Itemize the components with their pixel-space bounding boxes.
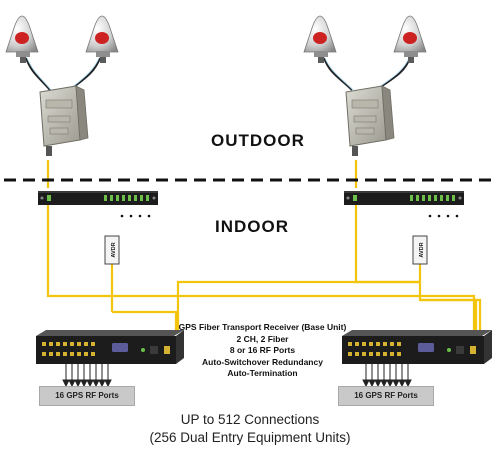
fiber-cabling bbox=[46, 160, 482, 336]
receiver-spec-block: GPS Fiber Transport Receiver (Base Unit)… bbox=[170, 322, 355, 380]
spec-line-channels: 2 CH, 2 Fiber bbox=[236, 333, 289, 344]
fiber-right-to-left-receiver bbox=[176, 280, 420, 332]
gps-antenna-icon bbox=[393, 15, 427, 63]
rack-panel-left bbox=[38, 191, 158, 218]
fiber-right-to-right-receiver bbox=[420, 298, 482, 336]
spec-line-rf-ports: 8 or 16 RF Ports bbox=[229, 345, 296, 356]
protector-label: AVDR bbox=[111, 242, 117, 257]
protector-label: AVDR bbox=[419, 242, 425, 257]
antenna-cable bbox=[323, 57, 353, 91]
rf-output-arrows bbox=[62, 364, 112, 388]
receiver-left bbox=[36, 330, 184, 388]
indoor-zone-label: INDOOR bbox=[215, 217, 289, 236]
gps-antenna-icon bbox=[5, 15, 39, 63]
spec-line-redundancy: Auto-Switchover Redundancy bbox=[202, 356, 323, 367]
fiber-left-rack-down bbox=[46, 205, 112, 298]
outdoor-transmitter-icon bbox=[39, 85, 89, 156]
fiber-right-rack-down bbox=[354, 205, 420, 284]
footer-connections: UP to 512 Connections bbox=[180, 412, 320, 427]
continuation-dots bbox=[120, 214, 151, 218]
fiber-left-to-right-receiver bbox=[112, 294, 476, 332]
outdoor-zone-label: OUTDOOR bbox=[211, 131, 305, 150]
protector-left: AVDR bbox=[104, 235, 120, 265]
fiber-left-to-left-receiver bbox=[112, 310, 178, 332]
rack-panel-icon bbox=[344, 191, 464, 205]
outdoor-assembly-left bbox=[5, 15, 119, 156]
receiver-right bbox=[342, 330, 492, 388]
rack-panel-right bbox=[344, 191, 464, 218]
antenna-cable bbox=[375, 57, 411, 91]
gps-antenna-icon bbox=[85, 15, 119, 63]
rf-ports-box-left: 16 GPS RF Ports bbox=[39, 386, 135, 406]
continuation-dots bbox=[428, 214, 459, 218]
rf-output-arrows bbox=[362, 364, 412, 388]
rf-ports-box-right: 16 GPS RF Ports bbox=[338, 386, 434, 406]
antenna-cable bbox=[25, 57, 51, 91]
rack-panel-icon bbox=[38, 191, 158, 205]
spec-line-termination: Auto-Termination bbox=[227, 368, 298, 379]
spec-line-title: GPS Fiber Transport Receiver (Base Unit) bbox=[178, 322, 347, 332]
gps-antenna-icon bbox=[303, 15, 337, 63]
footer-equipment-units: (256 Dual Entry Equipment Units) bbox=[149, 430, 351, 445]
outdoor-assembly-right bbox=[303, 15, 427, 156]
outdoor-transmitter-icon bbox=[345, 85, 395, 156]
protector-right: AVDR bbox=[412, 235, 428, 265]
